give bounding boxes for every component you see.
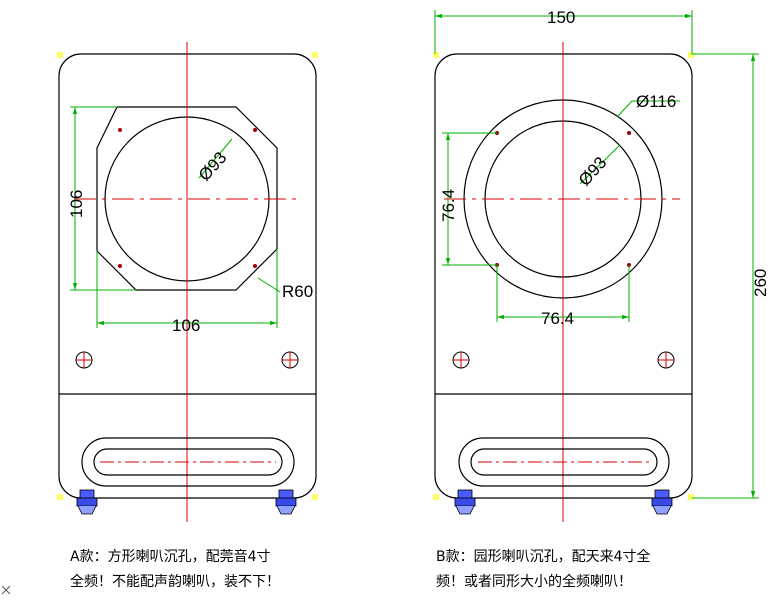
screw-symbol: [75, 351, 299, 369]
centerlines: [444, 42, 680, 522]
grip-markers: [433, 52, 694, 500]
dim-b-hole-width: 76.4: [541, 309, 574, 328]
caption-a-line2: 全频！不能配声韵喇叭，装不下！: [70, 574, 280, 590]
dimension-lines: [434, 10, 759, 499]
caption-b-line1: B款：园形喇叭沉孔，配天来4寸全: [436, 549, 651, 565]
centerlines: [74, 42, 300, 522]
grip-markers: [57, 52, 318, 500]
panel-a: Ø93 106 106 R60: [57, 42, 318, 522]
dim-a-height: 106: [67, 190, 86, 218]
dim-b-hole-height: 76.4: [439, 189, 458, 222]
dim-a-circle-dia: Ø93: [195, 148, 231, 185]
dim-b-overall-height: 260: [751, 269, 770, 297]
caption-b-line2: 频！或者同形大小的全频喇叭！: [436, 574, 632, 590]
dim-b-overall-width: 150: [547, 8, 575, 27]
dim-a-width: 106: [172, 316, 200, 335]
dim-a-corner-radius: R60: [282, 282, 313, 301]
slot-handle: [81, 437, 295, 487]
mounting-holes: [118, 128, 257, 268]
panel-b: 150 Ø116 Ø93 76.4 76.4 260: [433, 8, 770, 522]
caption-a-line1: A款：方形喇叭沉孔，配莞音4寸: [70, 549, 271, 565]
feet: [454, 489, 673, 515]
slot-handle: [458, 437, 670, 487]
dim-b-outer-dia: Ø116: [636, 92, 676, 111]
caption-b: B款：园形喇叭沉孔，配天来4寸全 频！或者同形大小的全频喇叭！: [436, 545, 651, 595]
square-cutout: [96, 106, 278, 291]
feet: [76, 489, 297, 515]
caption-a: A款：方形喇叭沉孔，配莞音4寸 全频！不能配声韵喇叭，装不下！: [70, 545, 280, 595]
dimension-lines: [70, 106, 281, 328]
ucs-cross-icon: [1, 585, 11, 595]
screw-symbol: [452, 351, 675, 369]
